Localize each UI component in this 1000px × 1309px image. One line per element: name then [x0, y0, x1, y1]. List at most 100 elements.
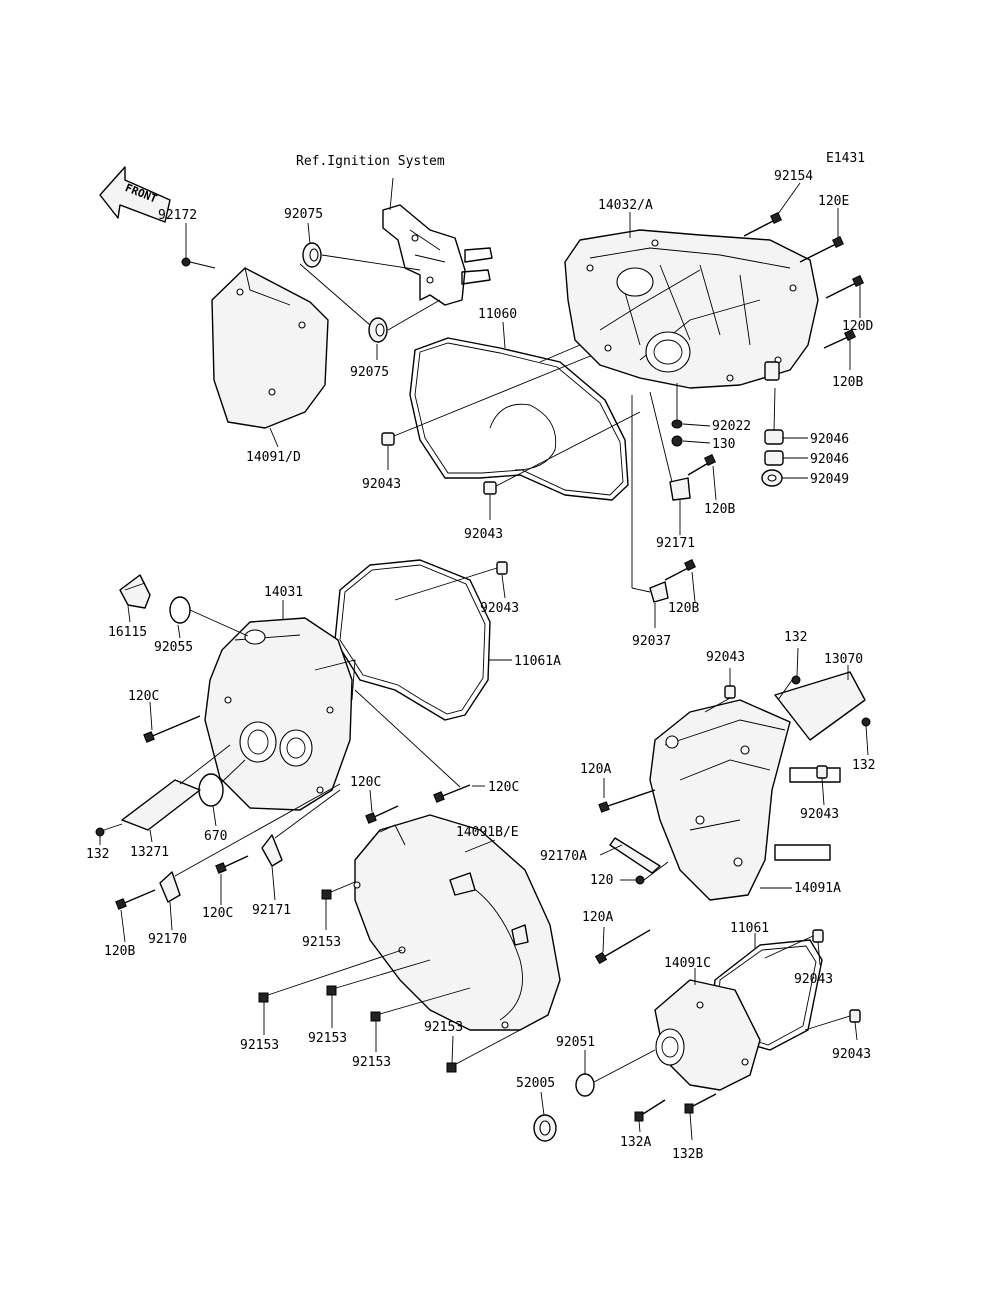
- o-ring-670: [198, 759, 246, 827]
- callout-92171-left: 92171: [252, 903, 291, 918]
- screw-132-left: [95, 823, 123, 845]
- callout-92075-upper: 92075: [284, 207, 323, 222]
- gasket-11060: [409, 321, 629, 501]
- dowel-92043-mid: [483, 411, 641, 520]
- callout-132-left: 132: [86, 847, 109, 862]
- callout-120C-left: 120C: [128, 689, 159, 704]
- callout-16115: 16115: [108, 625, 147, 640]
- callout-132-top: 132: [784, 630, 807, 645]
- callout-92055: 92055: [154, 640, 193, 655]
- washer-92022: [671, 383, 711, 429]
- seal-92051: [575, 1049, 656, 1097]
- callout-52005: 52005: [516, 1076, 555, 1091]
- callout-132B: 132B: [672, 1147, 703, 1162]
- callout-92153-b: 92153: [240, 1038, 279, 1053]
- callout-92043-top-center: 92043: [706, 650, 745, 665]
- callout-92043-lower-b: 92043: [832, 1047, 871, 1062]
- callout-92049: 92049: [810, 472, 849, 487]
- callout-13271: 13271: [130, 845, 169, 860]
- callout-92172: 92172: [158, 208, 197, 223]
- reference-note: Ref.Ignition System: [296, 154, 445, 169]
- callout-14032A: 14032/A: [598, 198, 653, 213]
- callout-92153-e: 92153: [424, 1020, 463, 1035]
- bolt-120D: [825, 275, 864, 318]
- callout-92043-upper-right: 92043: [480, 601, 519, 616]
- callout-92075-lower: 92075: [350, 365, 389, 380]
- outer-cover-14091D: [211, 267, 329, 448]
- damper-92049: [761, 469, 808, 487]
- callout-120B-mid: 120B: [704, 502, 735, 517]
- clutch-cover-14031: [204, 600, 461, 811]
- collar-92046-lower: [764, 450, 808, 466]
- callout-92043-right: 92043: [800, 807, 839, 822]
- bolt-120B-upper: [823, 329, 856, 370]
- callout-14091D: 14091/D: [246, 450, 301, 465]
- callout-120B-left: 120B: [104, 944, 135, 959]
- callout-92043-mid: 92043: [464, 527, 503, 542]
- cover-13070: [774, 665, 866, 741]
- callout-92153-c: 92153: [308, 1031, 347, 1046]
- screw-92153-e: [446, 1029, 521, 1073]
- clip-92037: [631, 395, 696, 628]
- callout-120B-upper: 120B: [832, 375, 863, 390]
- bolt-120E: [799, 208, 844, 263]
- dowel-92043-right: [816, 765, 828, 806]
- callout-120: 120: [590, 873, 613, 888]
- screw-132A: [634, 1099, 666, 1133]
- dowel-92043-lower-b: [804, 1009, 861, 1041]
- callout-132-right: 132: [852, 758, 875, 773]
- callout-92022: 92022: [712, 419, 751, 434]
- dowel-92043-lower-a: [764, 929, 824, 966]
- cover-14091C: [654, 968, 761, 1091]
- callout-92153-a: 92153: [302, 935, 341, 950]
- clamp-92171-left: [261, 789, 341, 901]
- bolt-130: [671, 435, 711, 447]
- callout-92043-left: 92043: [362, 477, 401, 492]
- screw-92153-d: [370, 987, 471, 1052]
- bolt-120B-left: [115, 889, 156, 943]
- screw-92153-c: [326, 959, 431, 1028]
- callout-120C-lower: 120C: [202, 906, 233, 921]
- callout-120C-right: 120C: [488, 780, 519, 795]
- callout-132A: 132A: [620, 1135, 651, 1150]
- callout-92051: 92051: [556, 1035, 595, 1050]
- callout-120D: 120D: [842, 319, 873, 334]
- screw-132-top: [777, 647, 801, 701]
- bolt-120C-lower: [215, 855, 249, 905]
- callout-14031: 14031: [264, 585, 303, 600]
- collar-92046-upper: [764, 387, 808, 445]
- oil-filler-cap-16115: [119, 574, 151, 623]
- callout-670: 670: [204, 829, 227, 844]
- callout-92153-d: 92153: [352, 1055, 391, 1070]
- bolt-120: [620, 861, 669, 885]
- screw-92153-a: [321, 881, 356, 930]
- dowel-92043-top-center: [704, 668, 736, 713]
- callout-92170A: 92170A: [540, 849, 587, 864]
- callout-11060: 11060: [478, 307, 517, 322]
- callout-14091C: 14091C: [664, 956, 711, 971]
- diagram-code: E1431: [826, 151, 865, 166]
- bolt-120C-middle: [365, 789, 399, 824]
- callout-13070: 13070: [824, 652, 863, 667]
- grommet-92075-lower: [299, 263, 441, 360]
- callout-120C-middle: 120C: [350, 775, 381, 790]
- o-ring-92055: [169, 596, 249, 639]
- screw-132-right: [861, 717, 871, 756]
- housing-14091A: [649, 699, 841, 901]
- callout-92046-lower: 92046: [810, 452, 849, 467]
- screw-92172: [181, 223, 216, 269]
- callout-92170: 92170: [148, 932, 187, 947]
- bracket-92170A: [599, 837, 661, 874]
- callout-120B-lower-right: 120B: [668, 601, 699, 616]
- clamp-92171-right: [649, 391, 717, 535]
- gasket-11061A: [334, 559, 512, 721]
- cover-plate-13271: [121, 744, 231, 843]
- callout-92154: 92154: [774, 169, 813, 184]
- bolt-120A-upper: [598, 778, 656, 813]
- callout-92171-right: 92171: [656, 536, 695, 551]
- seal-52005: [533, 1091, 557, 1142]
- callout-92037: 92037: [632, 634, 671, 649]
- screw-92153-b: [258, 949, 403, 1035]
- callout-92046-upper: 92046: [810, 432, 849, 447]
